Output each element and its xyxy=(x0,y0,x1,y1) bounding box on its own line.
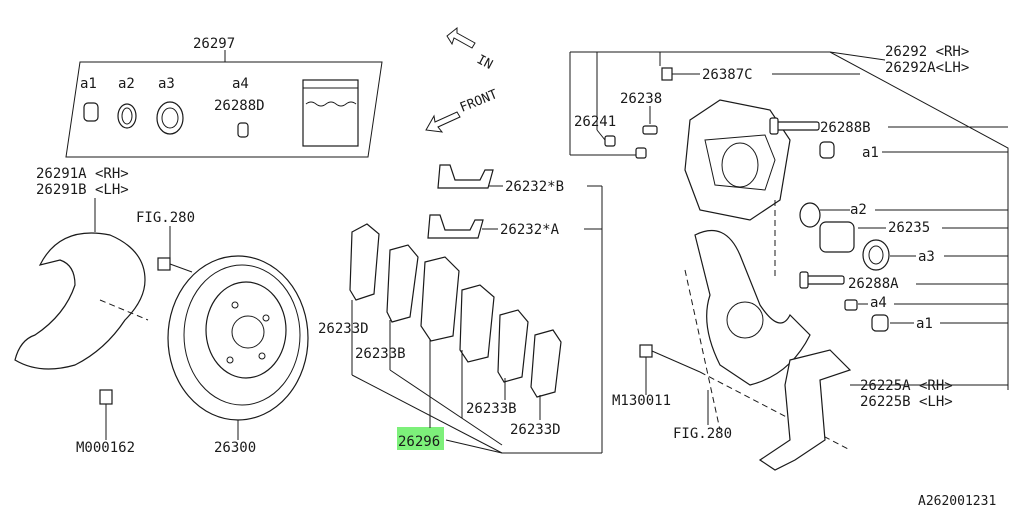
caliper-bolt-icon xyxy=(661,67,673,81)
dust-cap-icon xyxy=(635,147,647,159)
direction-arrows: IN FRONT xyxy=(425,26,500,133)
pin-boot-top-icon xyxy=(819,141,835,159)
label-bracket-rh: 26225A <RH> xyxy=(860,378,953,394)
piston-ring-icon xyxy=(799,202,821,228)
brake-pad-outer-icon xyxy=(420,256,460,342)
label-26232a: 26232*A xyxy=(500,222,560,238)
boot-icon xyxy=(83,102,99,122)
shim-outer-left-icon xyxy=(349,223,380,301)
label-fig280-top: FIG.280 xyxy=(136,210,195,226)
label-kit-a2: a2 xyxy=(118,76,135,92)
caliper-bracket: 26225A <RH> 26225B <LH> xyxy=(758,349,1008,471)
sleeve-icon xyxy=(237,122,249,138)
bracket-body xyxy=(758,349,852,471)
label-fig280-bottom: FIG.280 xyxy=(673,426,732,442)
label-shim-left-b: 26233B xyxy=(355,346,406,362)
shield-plate xyxy=(14,232,146,370)
label-a2-right: a2 xyxy=(850,202,867,218)
label-kit-a4: a4 xyxy=(232,76,249,92)
clip-a-icon xyxy=(427,214,484,239)
shim-outer-right-icon xyxy=(530,329,562,398)
hub-bolt-icon xyxy=(157,257,171,271)
label-26288a: 26288A xyxy=(848,276,899,292)
pad-clips: 26232*B 26232*A xyxy=(427,164,603,453)
label-front: FRONT xyxy=(458,87,500,116)
brake-rotor: FIG.280 26300 xyxy=(136,210,309,456)
label-kit-26288d: 26288D xyxy=(214,98,265,114)
shield-bolt-icon xyxy=(99,389,113,405)
label-26300: 26300 xyxy=(214,440,256,456)
pin-boot-bottom-icon xyxy=(871,314,889,332)
guide-pin-b-icon xyxy=(774,121,820,131)
label-26387c: 26387C xyxy=(702,67,753,83)
brake-pad-inner-icon xyxy=(459,284,495,363)
highlight-26296 xyxy=(397,427,444,450)
label-in: IN xyxy=(474,52,495,73)
label-26232b: 26232*B xyxy=(505,179,564,195)
label-26297: 26297 xyxy=(193,36,235,52)
label-shim-left-d: 26233D xyxy=(318,321,369,337)
seal-ring-icon xyxy=(117,103,137,129)
label-a4-right: a4 xyxy=(870,295,887,311)
piston-boot-icon xyxy=(862,239,890,271)
label-26238: 26238 xyxy=(620,91,662,107)
shim-inner-right-icon xyxy=(497,309,529,383)
pads-and-shims: 26233D 26233B 26296 26233B 26233D xyxy=(318,223,602,454)
label-a1-top: a1 xyxy=(862,145,879,161)
label-kit-a1: a1 xyxy=(80,76,97,92)
pin-sleeve-icon xyxy=(844,299,858,311)
diagram-id: A262001231 xyxy=(918,494,996,509)
label-caliper-lh: 26292A<LH> xyxy=(885,60,969,76)
guide-pin-a-icon xyxy=(805,275,845,285)
label-kit-a3: a3 xyxy=(158,76,175,92)
piston-icon xyxy=(819,221,855,253)
arrow-in-icon xyxy=(446,26,476,49)
shim-inner-left-icon xyxy=(386,244,419,323)
label-m130011: M130011 xyxy=(612,393,671,409)
label-caliper-rh: 26292 <RH> xyxy=(885,44,969,60)
label-shim-right-d: 26233D xyxy=(510,422,561,438)
brake-shield: 26291A <RH> 26291B <LH> M000162 xyxy=(14,166,149,456)
knuckle-body xyxy=(694,229,811,386)
label-26241: 26241 xyxy=(574,114,616,130)
arrow-front-icon xyxy=(425,111,461,133)
kit-26297: 26297 a1 a2 a3 a4 26288D xyxy=(65,36,383,158)
label-shield-lh: 26291B <LH> xyxy=(36,182,129,198)
bleeder-screw-icon xyxy=(642,125,658,135)
clip-b-icon xyxy=(437,164,494,189)
caliper-assembly: 26292 <RH> 26292A<LH> 26387C 26238 26241… xyxy=(569,44,1009,390)
label-a1-bottom: a1 xyxy=(916,316,933,332)
bleeder-cap-icon xyxy=(604,135,616,147)
label-m000162: M000162 xyxy=(76,440,135,456)
label-a3-right: a3 xyxy=(918,249,935,265)
label-26296: 26296 xyxy=(398,434,440,450)
grease-pack-icon xyxy=(302,79,359,147)
piston-seal-icon xyxy=(156,101,184,135)
knuckle-bolt-icon xyxy=(639,344,653,358)
label-bracket-lh: 26225B <LH> xyxy=(860,394,953,410)
label-26288b: 26288B xyxy=(820,120,871,136)
label-shim-right-b: 26233B xyxy=(466,401,517,417)
label-shield-rh: 26291A <RH> xyxy=(36,166,129,182)
label-26235: 26235 xyxy=(888,220,930,236)
